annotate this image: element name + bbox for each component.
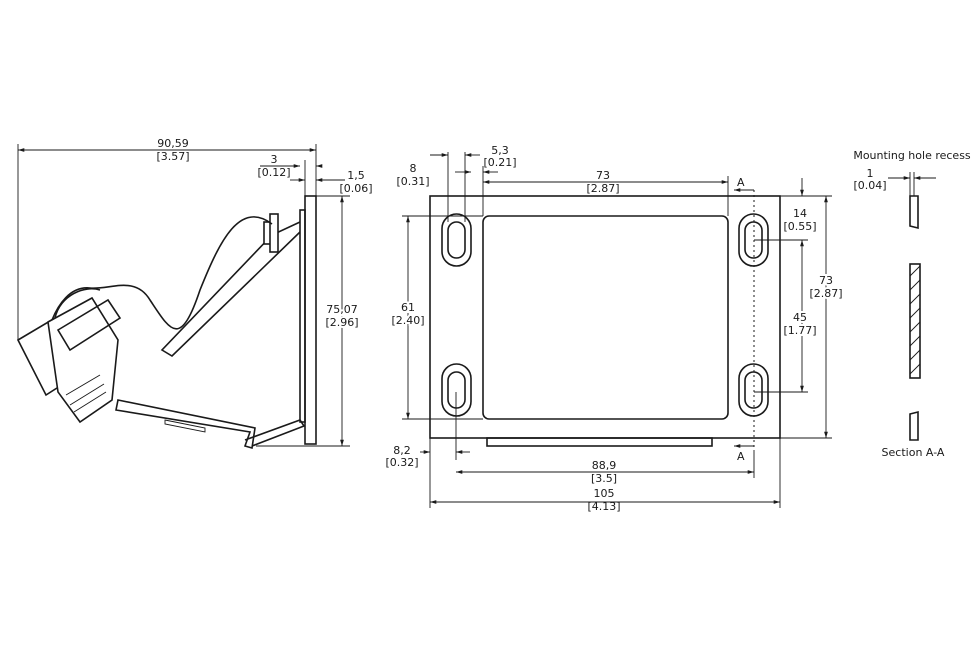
side-bracket-arm	[160, 221, 301, 358]
side-base-slot	[164, 419, 206, 433]
front-window	[482, 215, 729, 420]
dim-slot-edge-in: [0.21]	[483, 156, 516, 169]
dim-plate-width-in: [4.13]	[587, 500, 620, 513]
dim-slot-pitch-h-in: [3.5]	[591, 472, 617, 485]
side-base-foot	[244, 419, 306, 447]
section-hatching	[909, 265, 921, 375]
slot-bottom-left	[441, 363, 472, 417]
side-camera-connector	[56, 298, 122, 352]
dim-slot-edge-mm: 5,3	[491, 144, 509, 157]
dim-recess-mm: 1	[867, 167, 874, 180]
side-cable	[51, 216, 273, 330]
section-piece-bottom	[909, 410, 919, 441]
dim-window-width-in: [2.87]	[586, 182, 619, 195]
slot-top-left-inner	[447, 221, 466, 259]
dim-side-height-mm: 75,07	[326, 303, 358, 316]
section-view: Mounting hole recess 1 [0.04] Section A-…	[853, 149, 971, 459]
dim-window-height-in: [2.40]	[391, 314, 424, 327]
side-view: 90,59 [3.57] 3 [0.12] 1,5 [0.06] 75,07 […	[16, 137, 373, 450]
front-view: A A 8 [0.31] 5,3 [0.21] 73 [2.87] 61 [2.…	[385, 144, 844, 513]
dim-slot-pitch-v-in: [1.77]	[783, 324, 816, 337]
side-bracket-base	[115, 399, 256, 450]
section-piece-middle	[909, 263, 921, 379]
side-cable-loop	[54, 288, 101, 319]
section-label: Section A-A	[882, 446, 945, 459]
dim-side-plate-in: [0.06]	[339, 182, 372, 195]
dim-side-height-in: [2.96]	[325, 316, 358, 329]
dim-side-flange-mm: 3	[271, 153, 278, 166]
side-stud-cap	[269, 213, 279, 253]
dim-slot-left-mm: 8,2	[393, 444, 411, 457]
dim-slot-pitch-v-mm: 45	[793, 311, 807, 324]
dim-slot-width-mm: 8	[410, 162, 417, 175]
side-plate-flange	[299, 209, 306, 423]
side-camera-body	[47, 296, 119, 424]
dim-side-flange-in: [0.12]	[257, 166, 290, 179]
section-mark-bottom: A	[737, 450, 745, 463]
slot-bottom-left-inner	[447, 371, 466, 409]
dim-window-width-mm: 73	[596, 169, 610, 182]
dim-slot-pitch-h-mm: 88,9	[592, 459, 617, 472]
dim-window-height-mm: 61	[401, 301, 415, 314]
dim-side-depth-in: [3.57]	[156, 150, 189, 163]
dim-slot-left-in: [0.32]	[385, 456, 418, 469]
front-bottom-lip	[486, 437, 713, 447]
dim-slot-width-in: [0.31]	[396, 175, 429, 188]
front-mounting-plate	[429, 195, 781, 439]
dim-plate-width-mm: 105	[594, 487, 615, 500]
dim-side-plate-mm: 1,5	[347, 169, 365, 182]
mounting-hole-recess-label: Mounting hole recess	[853, 149, 971, 162]
dim-slot-top-mm: 14	[793, 207, 807, 220]
section-piece-top	[909, 195, 919, 230]
dim-side-depth-mm: 90,59	[157, 137, 189, 150]
section-mark-top: A	[737, 176, 745, 189]
dim-recess-in: [0.04]	[853, 179, 886, 192]
side-camera-detail	[65, 374, 107, 413]
dim-plate-height-mm: 73	[819, 274, 833, 287]
dim-plate-height-in: [2.87]	[809, 287, 842, 300]
side-mounting-plate	[304, 195, 317, 445]
dim-slot-top-in: [0.55]	[783, 220, 816, 233]
slot-top-left	[441, 213, 472, 267]
